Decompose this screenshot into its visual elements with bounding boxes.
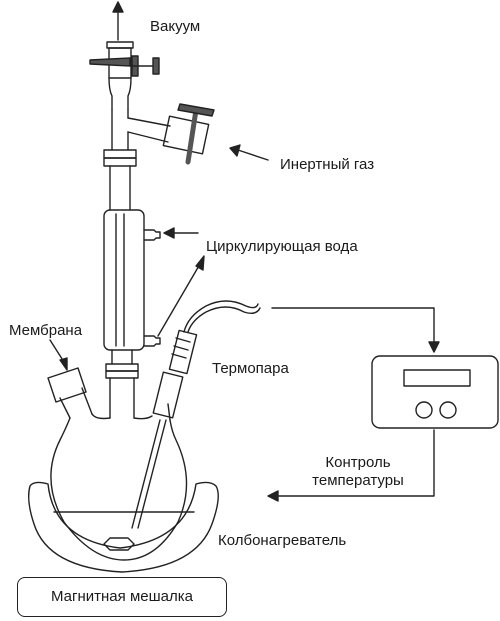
label-magnetic-stirrer: Магнитная мешалка [51, 588, 193, 605]
thermocouple-probe [131, 300, 261, 529]
round-bottom-flask [50, 403, 195, 561]
condenser-neck [109, 165, 131, 211]
vacuum-arrow [112, 1, 124, 41]
inert-gas-adapter [111, 103, 215, 165]
heating-mantle [27, 481, 219, 573]
water-inlet-arrow [163, 227, 199, 239]
water-outlet-arrow [157, 255, 205, 337]
label-temperature-control: Контроль температуры [288, 454, 428, 490]
joint-ring-lower [105, 349, 139, 419]
membrane-septum [47, 367, 93, 419]
controller-knob-right [439, 401, 457, 419]
label-thermocouple: Термопара [212, 360, 289, 377]
label-heating-mantle: Колбонагреватель [218, 532, 347, 549]
label-temperature-control-line1: Контроль [325, 454, 391, 471]
signal-line-to-controller [271, 307, 440, 353]
inert-gas-arrow [229, 144, 269, 161]
joint-ring-upper [103, 149, 137, 167]
vacuum-stopcock [89, 41, 160, 111]
condenser [103, 209, 161, 351]
controller-display [403, 369, 471, 387]
membrane-arrow [49, 339, 68, 371]
label-inert-gas: Инертный газ [280, 156, 375, 173]
label-vacuum: Вакуум [150, 18, 201, 35]
label-circulating-water: Циркулирующая вода [206, 238, 358, 255]
label-membrane: Мембрана [9, 322, 83, 339]
controller-knob-left [415, 401, 433, 419]
temperature-controller [371, 355, 499, 429]
magnetic-stirrer-box: Магнитная мешалка [17, 577, 227, 617]
control-line-to-mantle [267, 429, 435, 502]
label-temperature-control-line2: температуры [312, 472, 404, 489]
